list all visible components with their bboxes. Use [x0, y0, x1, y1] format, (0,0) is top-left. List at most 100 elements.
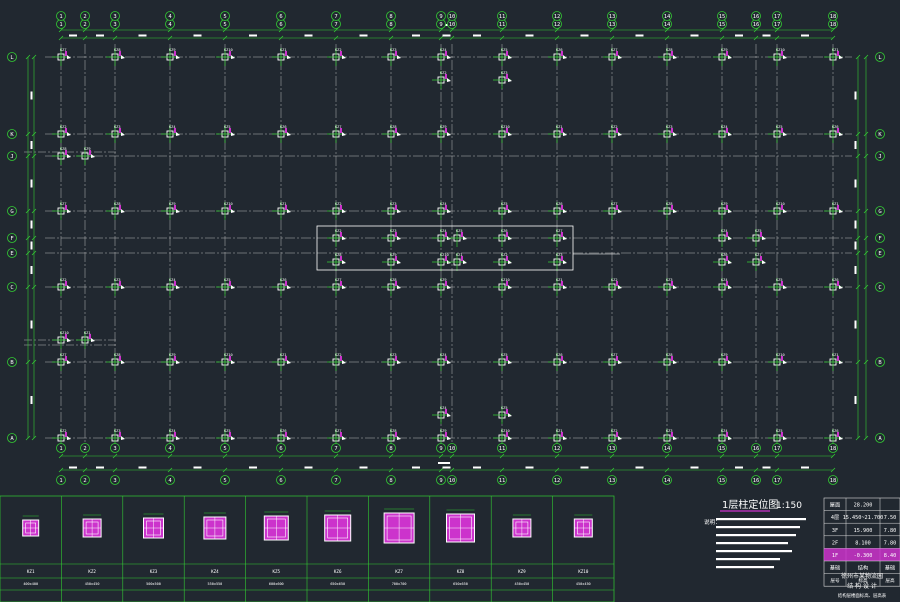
column-accent: [395, 128, 397, 133]
column-accent: [506, 409, 508, 414]
column-tag: KZ6: [280, 125, 287, 129]
column-accent: [781, 432, 783, 437]
axis-bubble-label: 11: [499, 22, 506, 28]
column-tag: KZ9: [721, 202, 728, 206]
dimension-tick: [609, 453, 615, 459]
column-accent: [726, 128, 728, 133]
column-tag: KZ4: [721, 229, 728, 233]
level-cell: 屋面: [830, 502, 840, 509]
drawing-subtitle: 结构层楼面标高、层高表: [838, 592, 887, 599]
column-accent: [781, 356, 783, 361]
column-tag: KZ9: [169, 353, 176, 357]
column-symbol: KZ3: [106, 125, 125, 143]
column-accent: [229, 432, 231, 437]
column-arrow: [673, 209, 677, 213]
axis-bubble-circle: [7, 52, 17, 62]
column-arrow: [231, 285, 235, 289]
dimension-tick: [31, 131, 37, 137]
column-tag: KZ3: [390, 229, 397, 233]
column-accent: [616, 432, 618, 437]
column-tag: KZ6: [501, 229, 508, 233]
dimension-tick: [753, 35, 759, 41]
dimension-tick: [499, 35, 505, 41]
column-arrow: [839, 55, 843, 59]
column-accent: [561, 51, 563, 56]
axis-bubble-J: J: [7, 151, 17, 161]
axis-bubble-label: 12: [554, 14, 561, 20]
column-tag: KZ10: [776, 202, 785, 206]
axis-bubble-2: 2: [80, 443, 90, 453]
column-tag: KZ5: [456, 229, 463, 233]
column-accent: [561, 128, 563, 133]
column-symbol: KZ3: [548, 253, 567, 271]
dimension-tick: [82, 453, 88, 459]
column-arrow: [67, 338, 71, 342]
column-arrow: [342, 55, 346, 59]
axis-bubble-label: 17: [774, 478, 781, 484]
axis-bubble-label: C: [878, 285, 881, 291]
column-tag: KZ7: [60, 48, 67, 52]
axis-bubble-label: 9: [439, 22, 442, 28]
column-tag: KZ2: [335, 48, 342, 52]
axis-bubble-label: L: [10, 55, 14, 61]
column-symbol: KZ10: [768, 353, 787, 371]
column-tag: KZ2: [335, 202, 342, 206]
column-symbol: KZ3: [493, 71, 512, 89]
axis-bubble-circle: [56, 475, 66, 485]
column-accent: [340, 356, 342, 361]
column-arrow: [673, 360, 677, 364]
column-tag: KZ9: [440, 278, 447, 282]
column-arrow: [762, 260, 766, 264]
column-accent: [461, 232, 463, 237]
drawing-scale: 1:150: [776, 501, 802, 511]
axis-bubble-label: F: [10, 236, 13, 242]
axis-bubble-label: 6: [279, 446, 282, 452]
column-arrow: [91, 154, 95, 158]
column-tag: KZ4: [721, 125, 728, 129]
column-arrow: [673, 55, 677, 59]
dimension-text-mark: [30, 141, 33, 149]
dimension-text-mark: [442, 34, 451, 37]
dimension-text-mark: [30, 220, 33, 229]
dimension-tick: [855, 359, 861, 365]
column-arrow: [287, 360, 291, 364]
column-symbol: KZ7: [327, 278, 346, 296]
column-tag: KZ3: [114, 278, 121, 282]
dimension-text-mark: [473, 34, 481, 37]
column-accent: [174, 432, 176, 437]
axis-bubble-circle: [717, 11, 727, 21]
column-accent: [781, 281, 783, 286]
dimension-tick: [167, 35, 173, 41]
column-tag: KZ8: [114, 353, 121, 357]
section-spec: 450x450: [85, 582, 100, 586]
column-accent: [671, 128, 673, 133]
axis-bubble-5: 5: [220, 475, 230, 485]
column-symbol: KZ10: [493, 278, 512, 296]
axis-bubble-label: 14: [664, 478, 671, 484]
axis-bubble-F: F: [875, 233, 885, 243]
column-tag: KZ10: [501, 429, 510, 433]
column-accent: [340, 281, 342, 286]
column-accent: [616, 205, 618, 210]
axis-bubble-13: 13: [607, 443, 617, 453]
column-symbol: KZ3: [382, 48, 401, 66]
section-spec: 400x400: [23, 582, 38, 586]
column-tag: KZ4: [169, 278, 176, 282]
column-arrow: [563, 55, 567, 59]
axis-bubble-label: 6: [279, 478, 282, 484]
column-accent: [65, 281, 67, 286]
axis-bubble-E: E: [7, 248, 17, 258]
dimension-tick: [863, 131, 869, 137]
axis-bubble-11: 11: [497, 475, 507, 485]
column-accent: [65, 205, 67, 210]
column-arrow: [839, 360, 843, 364]
axis-bubble-12: 12: [552, 443, 562, 453]
column-tag: KZ10: [224, 353, 233, 357]
dimension-tick: [31, 54, 37, 60]
column-arrow: [508, 55, 512, 59]
column-arrow: [176, 132, 180, 136]
annotation-frame: [316, 225, 620, 271]
dimension-text-mark: [854, 396, 857, 404]
section-name: KZ8: [457, 569, 465, 574]
